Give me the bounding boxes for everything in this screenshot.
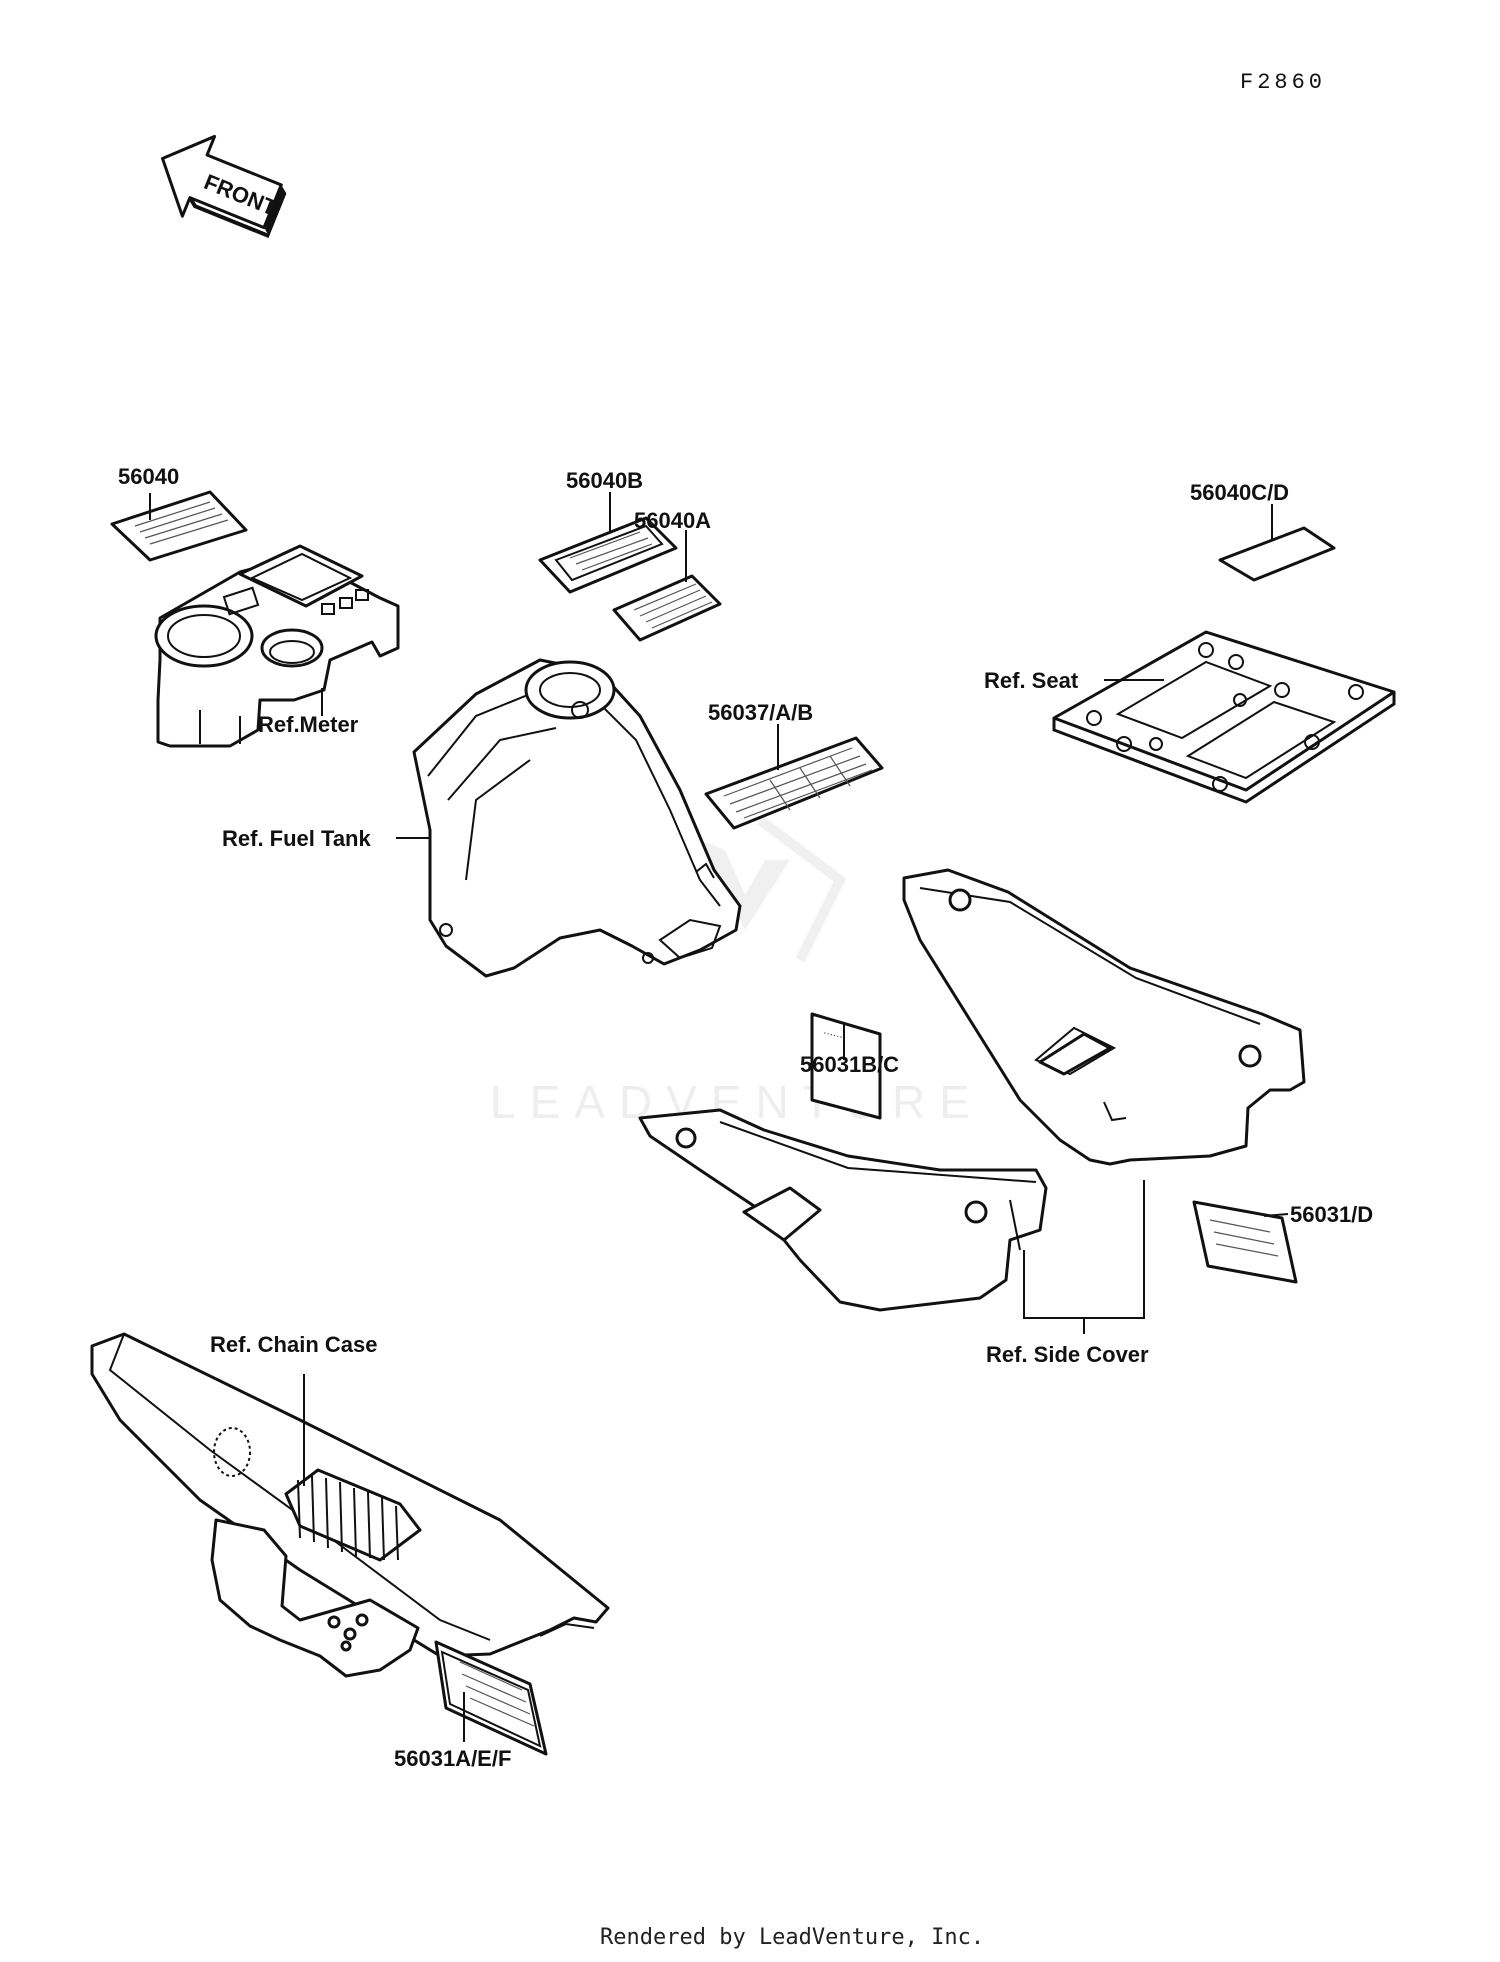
label-ref-seat: Ref. Seat — [984, 668, 1079, 693]
decal-56040B — [538, 516, 678, 594]
fuel-tank — [412, 658, 742, 978]
label-56040: 56040 — [118, 464, 179, 489]
label-ref-fuel-tank: Ref. Fuel Tank — [222, 826, 371, 851]
front-arrow-icon: FRONT — [161, 134, 287, 239]
label-56040A: 56040A — [634, 508, 711, 533]
label-56031AEF: 56031A/E/F — [394, 1746, 511, 1771]
label-56031D: 56031/D — [1290, 1202, 1373, 1227]
decal-56031AEF — [434, 1640, 548, 1756]
label-56040CD: 56040C/D — [1190, 480, 1289, 505]
meter-housing — [154, 544, 400, 748]
label-56037AB: 56037/A/B — [708, 700, 813, 725]
side-cover-left — [638, 1108, 1048, 1312]
diagram-code: F2860 — [1240, 70, 1326, 95]
label-56031BC: 56031B/C — [800, 1052, 899, 1077]
label-ref-meter: Ref.Meter — [258, 712, 359, 737]
decal-56031BC: ⋯⋯ — [810, 1012, 882, 1120]
decal-caution-text: ⋯⋯ — [822, 1028, 844, 1044]
chain-case — [90, 1332, 610, 1658]
chain-guard-plate — [210, 1518, 420, 1678]
label-ref-chain-case: Ref. Chain Case — [210, 1332, 378, 1357]
label-56040B: 56040B — [566, 468, 643, 493]
decal-56040A — [612, 574, 722, 642]
side-cover-right — [902, 868, 1306, 1166]
seat-base — [1052, 630, 1396, 804]
decal-56040 — [110, 490, 248, 562]
decal-56037AB — [704, 736, 884, 830]
decal-56040CD — [1218, 526, 1336, 582]
decal-56031D — [1192, 1200, 1298, 1284]
label-ref-side-cover: Ref. Side Cover — [986, 1342, 1149, 1367]
footer-credit: Rendered by LeadVenture, Inc. — [600, 1925, 984, 1950]
